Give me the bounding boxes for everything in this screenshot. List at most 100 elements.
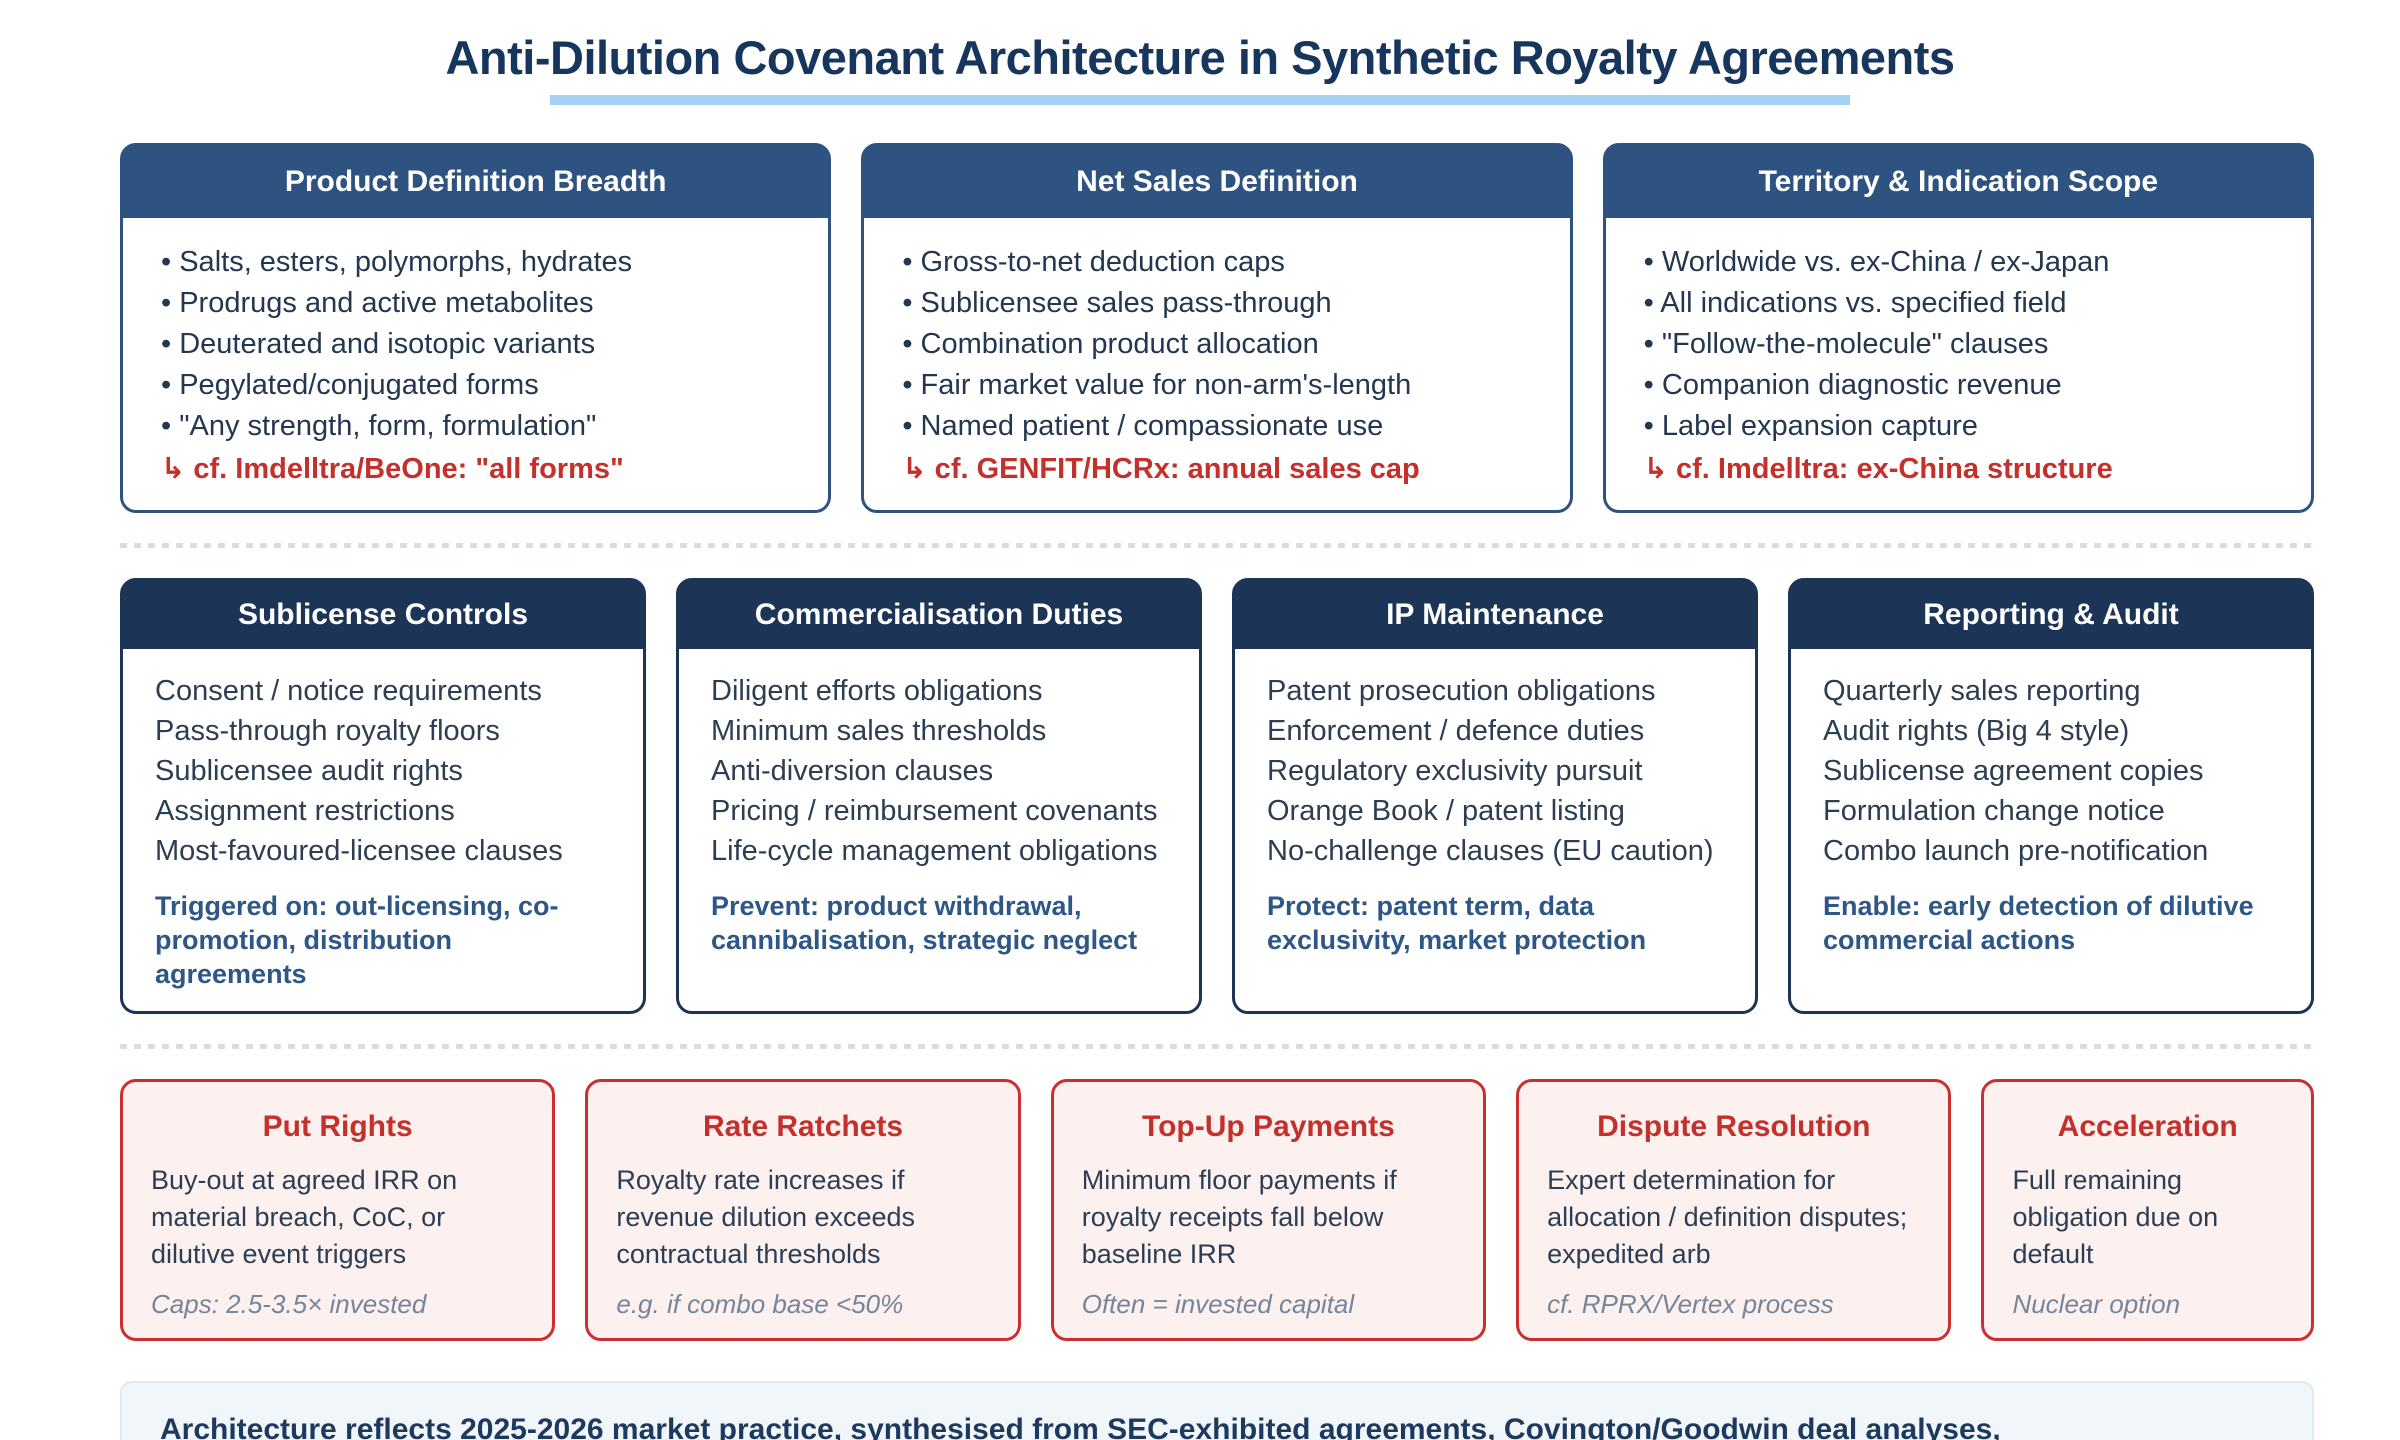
list-item: All indications vs. specified field (1644, 283, 2273, 324)
list-item: Pass-through royalty floors (155, 715, 500, 747)
remedy-title: Rate Ratchets (703, 1110, 904, 1143)
card-items: Patent prosecution obligations Enforceme… (1267, 671, 1723, 871)
remedy-card-put-rights: Put Rights Buy-out at agreed IRR on mate… (120, 1079, 556, 1341)
card-note: ↳ cf. Imdelltra/BeOne: "all forms" (161, 453, 624, 485)
list-item: Orange Book / patent listing (1267, 795, 1625, 827)
list-item: Patent prosecution obligations (1267, 675, 1656, 707)
list-item: Enforcement / defence duties (1267, 715, 1645, 747)
list-item: Life-cycle management obligations (711, 835, 1158, 867)
list-item: Companion diagnostic revenue (1644, 365, 2273, 406)
list-item: Gross-to-net deduction caps (902, 242, 1531, 283)
remedy-body: Royalty rate increases if revenue diluti… (616, 1165, 916, 1269)
definition-card-territory: Territory & Indication Scope Worldwide v… (1602, 143, 2314, 513)
card-header: Territory & Indication Scope (1605, 146, 2311, 218)
remedy-body: Buy-out at agreed IRR on material breach… (151, 1165, 458, 1269)
list-item: Consent / notice requirements (155, 675, 542, 707)
card-header: IP Maintenance (1235, 581, 1755, 649)
list-item: Quarterly sales reporting (1823, 675, 2141, 707)
list-item: Anti-diversion clauses (711, 755, 994, 787)
card-footer: Prevent: product withdrawal, cannibalisa… (711, 891, 1138, 955)
list-item: Combination product allocation (902, 324, 1531, 365)
card-footer: Enable: early detection of dilutive comm… (1823, 891, 2254, 955)
list-item: Salts, esters, polymorphs, hydrates (161, 242, 790, 283)
footnote-box: Architecture reflects 2025-2026 market p… (120, 1381, 2314, 1440)
list-item: Sublicense agreement copies (1823, 755, 2204, 787)
dashed-divider (120, 1044, 2314, 1049)
list-item: "Any strength, form, formulation" (161, 406, 790, 447)
remedy-card-rate-ratchets: Rate Ratchets Royalty rate increases if … (585, 1079, 1021, 1341)
remedy-body: Expert determination for allocation / de… (1547, 1165, 1908, 1269)
list-item: Diligent efforts obligations (711, 675, 1043, 707)
card-header: Sublicense Controls (123, 581, 643, 649)
page-title: Anti-Dilution Covenant Architecture in S… (445, 31, 1955, 84)
card-body: Patent prosecution obligations Enforceme… (1235, 649, 1755, 1011)
list-item: Combo launch pre-notification (1823, 835, 2209, 867)
remedy-card-top-up: Top-Up Payments Minimum floor payments i… (1050, 1079, 1487, 1341)
title-underline (550, 95, 1850, 105)
card-note: ↳ cf. GENFIT/HCRx: annual sales cap (902, 453, 1420, 485)
list-item: Fair market value for non-arm's-length (902, 365, 1531, 406)
covenant-card-commercialisation: Commercialisation Duties Diligent effort… (676, 578, 1202, 1014)
remedy-title: Acceleration (2057, 1110, 2238, 1143)
list-item: Formulation change notice (1823, 795, 2165, 827)
content-area: Product Definition Breadth Salts, esters… (0, 143, 2400, 1440)
card-header: Commercialisation Duties (679, 581, 1199, 649)
remedy-card-row: Put Rights Buy-out at agreed IRR on mate… (120, 1079, 2314, 1341)
remedy-card-dispute: Dispute Resolution Expert determination … (1516, 1079, 1952, 1341)
card-items: Gross-to-net deduction caps Sublicensee … (902, 242, 1531, 447)
list-item: Most-favoured-licensee clauses (155, 835, 563, 867)
card-footer: Protect: patent term, data exclusivity, … (1267, 891, 1647, 955)
covenant-card-sublicense: Sublicense Controls Consent / notice req… (120, 578, 646, 1014)
remedy-title: Dispute Resolution (1597, 1110, 1871, 1143)
list-item: Deuterated and isotopic variants (161, 324, 790, 365)
dashed-divider (120, 543, 2314, 548)
remedy-note: e.g. if combo base <50% (616, 1289, 904, 1319)
list-item: No-challenge clauses (EU caution) (1267, 835, 1714, 867)
card-items: Diligent efforts obligations Minimum sal… (711, 671, 1167, 871)
card-header: Product Definition Breadth (123, 146, 829, 218)
card-header: Reporting & Audit (1791, 581, 2311, 649)
list-item: Pricing / reimbursement covenants (711, 795, 1158, 827)
footnote-bold-line: Architecture reflects 2025-2026 market p… (160, 1413, 2001, 1440)
list-item: "Follow-the-molecule" clauses (1644, 324, 2273, 365)
list-item: Pegylated/conjugated forms (161, 365, 790, 406)
card-note: ↳ cf. Imdelltra: ex-China structure (1643, 453, 2113, 485)
card-items: Quarterly sales reporting Audit rights (… (1823, 671, 2279, 871)
list-item: Sublicensee audit rights (155, 755, 463, 787)
remedy-note: Caps: 2.5-3.5× invested (151, 1289, 427, 1319)
remedy-note: cf. RPRX/Vertex process (1547, 1289, 1834, 1319)
remedy-title: Top-Up Payments (1141, 1110, 1395, 1143)
list-item: Prodrugs and active metabolites (161, 283, 790, 324)
list-item: Named patient / compassionate use (902, 406, 1531, 447)
list-item: Sublicensee sales pass-through (902, 283, 1531, 324)
remedy-note: Often = invested capital (1081, 1289, 1355, 1319)
remedy-card-acceleration: Acceleration Full remaining obligation d… (1981, 1079, 2314, 1341)
list-item: Worldwide vs. ex-China / ex-Japan (1644, 242, 2273, 283)
remedy-title: Put Rights (262, 1110, 413, 1143)
card-body: Diligent efforts obligations Minimum sal… (679, 649, 1199, 1011)
list-item: Assignment restrictions (155, 795, 455, 827)
card-header: Net Sales Definition (864, 146, 1570, 218)
definition-card-net-sales: Net Sales Definition Gross-to-net deduct… (861, 143, 1573, 513)
remedy-body: Full remaining obligation due on default (2012, 1165, 2219, 1269)
covenant-card-ip: IP Maintenance Patent prosecution obliga… (1232, 578, 1758, 1014)
card-footer: Triggered on: out-licensing, co-promotio… (155, 891, 559, 989)
card-body: Salts, esters, polymorphs, hydrates Prod… (123, 218, 828, 510)
list-item: Minimum sales thresholds (711, 715, 1047, 747)
covenant-card-reporting: Reporting & Audit Quarterly sales report… (1788, 578, 2314, 1014)
list-item: Label expansion capture (1644, 406, 2273, 447)
covenant-card-row: Sublicense Controls Consent / notice req… (120, 578, 2314, 1014)
card-body: Gross-to-net deduction caps Sublicensee … (864, 218, 1569, 510)
definition-card-product: Product Definition Breadth Salts, esters… (120, 143, 832, 513)
card-items: Consent / notice requirements Pass-throu… (155, 671, 611, 871)
card-body: Worldwide vs. ex-China / ex-Japan All in… (1606, 218, 2311, 510)
card-body: Consent / notice requirements Pass-throu… (123, 649, 643, 1011)
list-item: Regulatory exclusivity pursuit (1267, 755, 1643, 787)
card-body: Quarterly sales reporting Audit rights (… (1791, 649, 2311, 1011)
list-item: Audit rights (Big 4 style) (1823, 715, 2130, 747)
card-items: Worldwide vs. ex-China / ex-Japan All in… (1644, 242, 2273, 447)
remedy-body: Minimum floor payments if royalty receip… (1081, 1165, 1397, 1269)
definition-card-row: Product Definition Breadth Salts, esters… (120, 143, 2314, 513)
card-items: Salts, esters, polymorphs, hydrates Prod… (161, 242, 790, 447)
